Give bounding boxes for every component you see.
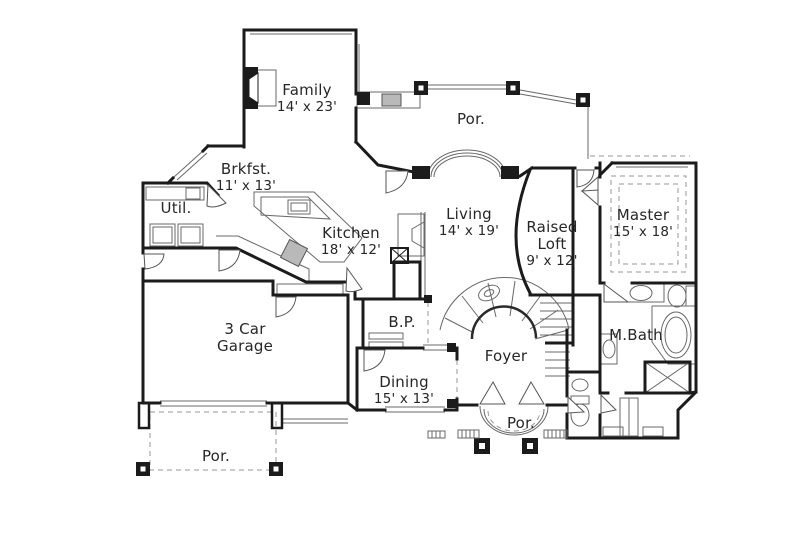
- bbq-grill: [381, 93, 402, 107]
- room-label-living: Living 14' x 19': [439, 206, 499, 240]
- hatch-strips: [427, 429, 568, 439]
- room-dims: 9' x 12': [526, 253, 578, 269]
- room-label-porch-rear: Por.: [457, 111, 485, 128]
- room-dims: 15' x 13': [373, 391, 435, 407]
- fireplace: [244, 67, 259, 109]
- room-name: Family: [282, 81, 332, 99]
- room-label-util: Util.: [161, 200, 192, 217]
- room-label-porch-front: Por.: [507, 415, 535, 432]
- door-swings: [143, 169, 630, 414]
- room-dims: 18' x 12': [320, 242, 382, 258]
- room-name: Raised Loft: [526, 218, 578, 253]
- room-label-mbath: M.Bath: [609, 327, 663, 344]
- room-label-porch-garage: Por.: [202, 448, 230, 465]
- room-dims: 11' x 13': [215, 178, 277, 194]
- room-name: Por.: [201, 447, 231, 465]
- room-dims: 14' x 23': [276, 99, 338, 115]
- room-name: Foyer: [484, 347, 528, 365]
- porch-columns: [136, 81, 590, 476]
- room-label-family: Family 14' x 23': [277, 82, 337, 116]
- room-label-raised-loft: Raised Loft 9' x 12': [519, 219, 585, 270]
- room-label-master: Master 15' x 18': [613, 207, 673, 241]
- room-name: Por.: [456, 110, 486, 128]
- room-name: M.Bath: [609, 326, 663, 344]
- room-label-foyer: Foyer: [485, 348, 528, 365]
- room-label-bp: B.P.: [388, 314, 415, 331]
- room-name: B.P.: [388, 313, 416, 331]
- walls: [137, 28, 698, 440]
- room-label-dining: Dining 15' x 13': [374, 374, 434, 408]
- room-name: 3 Car Garage: [216, 320, 274, 355]
- arch-springers: [412, 166, 519, 179]
- room-dims: 15' x 18': [612, 224, 674, 240]
- room-label-garage: 3 Car Garage: [210, 321, 280, 355]
- room-name: Dining: [379, 373, 429, 391]
- dashed-lines: [149, 155, 690, 471]
- room-label-brkfst: Brkfst. 11' x 13': [216, 161, 276, 195]
- room-dims: 14' x 19': [438, 223, 500, 239]
- room-label-kitchen: Kitchen 18' x 12': [321, 225, 381, 259]
- room-name: Por.: [506, 414, 536, 432]
- room-name: Kitchen: [322, 224, 380, 242]
- room-name: Util.: [160, 199, 192, 217]
- room-name: Master: [616, 206, 670, 224]
- room-name: Living: [446, 205, 492, 223]
- room-name: Brkfst.: [220, 160, 272, 178]
- range: [279, 238, 309, 268]
- appliances: [279, 93, 402, 268]
